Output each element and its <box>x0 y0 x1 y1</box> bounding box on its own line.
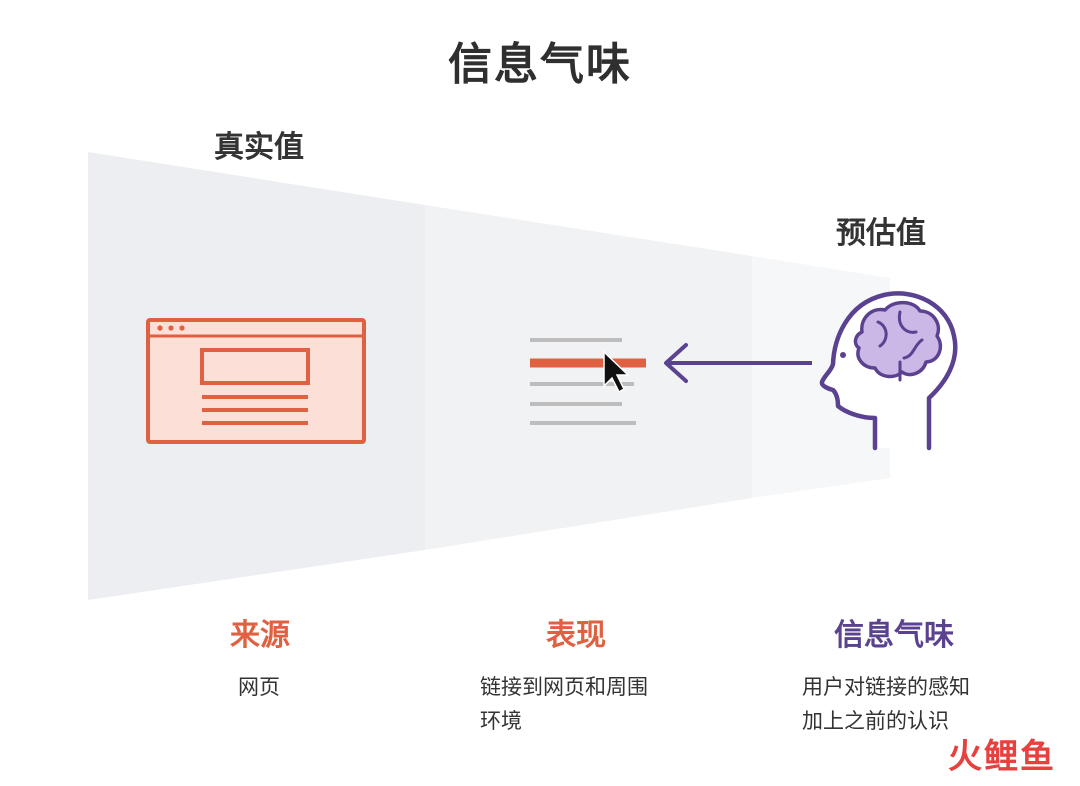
source-description: 网页 <box>238 670 280 704</box>
arrow-left-icon <box>664 343 812 383</box>
cursor-icon <box>603 350 630 394</box>
scent-description: 用户对链接的感知 加上之前的认识 <box>802 670 970 738</box>
representation-description: 链接到网页和周围 环境 <box>480 670 648 738</box>
source-description-line: 网页 <box>238 675 280 699</box>
true-value-label: 真实值 <box>214 130 304 165</box>
brain-icon <box>853 300 943 379</box>
representation-description-line: 环境 <box>480 709 522 733</box>
head-brain-icon <box>819 291 958 451</box>
representation-title: 表现 <box>546 618 606 653</box>
source-title: 来源 <box>230 618 290 653</box>
eye <box>840 352 846 358</box>
page-title: 信息气味 <box>448 39 632 90</box>
representation-description-line: 链接到网页和周围 <box>480 675 648 699</box>
scent-description-line: 加上之前的认识 <box>802 709 949 733</box>
scent-title: 信息气味 <box>834 618 954 653</box>
browser-window-icon <box>146 318 366 444</box>
estimated-value-label: 预估值 <box>836 216 926 251</box>
link-list-cursor-icon <box>530 338 646 425</box>
watermark-logo: 火鲤鱼 <box>948 737 1056 777</box>
scent-description-line: 用户对链接的感知 <box>802 675 970 699</box>
funnel-band-representation <box>425 205 752 550</box>
